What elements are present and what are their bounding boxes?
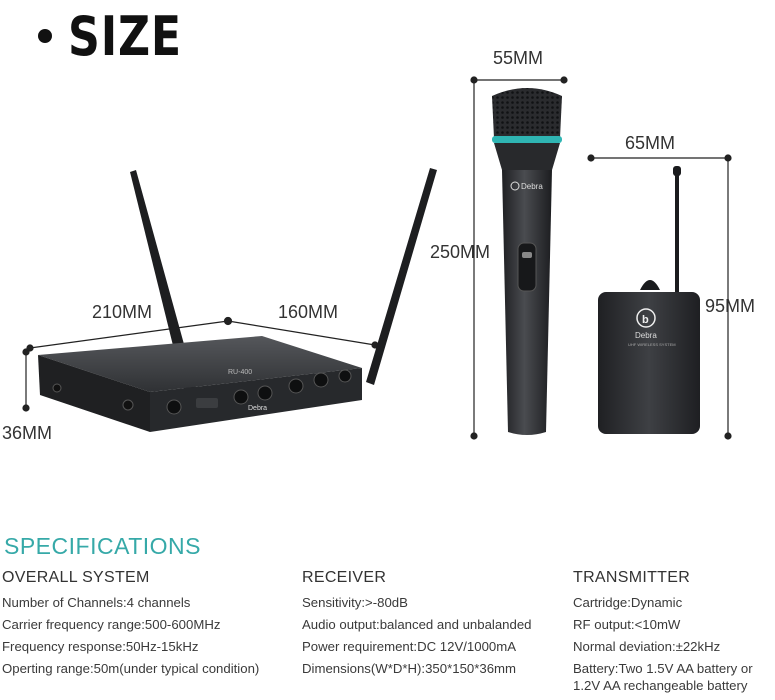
bullet-dot <box>38 29 52 43</box>
spec-item: Operting range:50m(under typical conditi… <box>2 661 260 676</box>
receiver-antenna-right <box>366 168 437 385</box>
product-illustration: RU-400 Debra Debra b Debra UHF WIRELESS <box>22 76 732 440</box>
bodypack-dimension-lines <box>587 154 732 440</box>
bodypack-transmitter: b Debra UHF WIRELESS SYSTEM <box>598 166 700 434</box>
spec-item: Normal deviation:±22kHz <box>573 639 721 654</box>
mic-brand-label: Debra <box>521 182 543 191</box>
spec-item: Frequency response:50Hz-15kHz <box>2 639 199 654</box>
svg-text:b: b <box>642 314 649 326</box>
page-title: SIZE <box>38 0 207 72</box>
receiver-dimension-lines <box>22 316 379 412</box>
dim-bodypack-height: 95MM <box>705 296 756 316</box>
handheld-microphone: Debra <box>492 88 562 435</box>
receiver-brand-label: Debra <box>248 405 267 412</box>
spec-item: Battery:Two 1.5V AA battery or 1.2V AA r… <box>573 661 753 693</box>
receiver-model-label: RU-400 <box>228 369 252 376</box>
spec-column-heading: TRANSMITTER <box>573 569 691 586</box>
receiver-antenna-left <box>130 170 198 398</box>
spec-item: Cartridge:Dynamic <box>573 595 683 610</box>
spec-item: RF output:<10mW <box>573 617 681 632</box>
receiver-unit: RU-400 Debra <box>38 168 437 432</box>
spec-item: Audio output:balanced and unbalanded <box>302 617 532 632</box>
spec-column-receiver: RECEIVER Sensitivity:>-80dB Audio output… <box>302 569 532 680</box>
spec-column-heading: RECEIVER <box>302 569 387 586</box>
mic-dimension-lines <box>470 76 568 440</box>
specifications-title: SPECIFICATIONS <box>4 533 201 559</box>
title-text: SIZE <box>68 4 183 68</box>
dim-mic-length: 250MM <box>430 242 491 262</box>
spec-item: Sensitivity:>-80dB <box>302 595 408 610</box>
spec-column-transmitter: TRANSMITTER Cartridge:Dynamic RF output:… <box>573 569 775 694</box>
bodypack-brand-label: Debra <box>635 331 657 340</box>
spec-item: Carrier frequency range:500-600MHz <box>2 617 221 632</box>
dim-receiver-height: 36MM <box>2 423 53 443</box>
spec-item: Dimensions(W*D*H):350*150*36mm <box>302 661 517 676</box>
bodypack-sub-label: UHF WIRELESS SYSTEM <box>628 342 676 347</box>
dim-mic-diameter: 55MM <box>493 48 544 68</box>
spec-column-overall: OVERALL SYSTEM Number of Channels:4 chan… <box>2 569 259 680</box>
dim-receiver-width: 210MM <box>92 302 153 322</box>
dim-bodypack-width: 65MM <box>625 133 676 153</box>
spec-column-heading: OVERALL SYSTEM <box>2 569 150 586</box>
dim-receiver-depth: 160MM <box>278 302 339 322</box>
spec-item: Number of Channels:4 channels <box>2 595 191 610</box>
spec-item: Power requirement:DC 12V/1000mA <box>302 639 517 654</box>
